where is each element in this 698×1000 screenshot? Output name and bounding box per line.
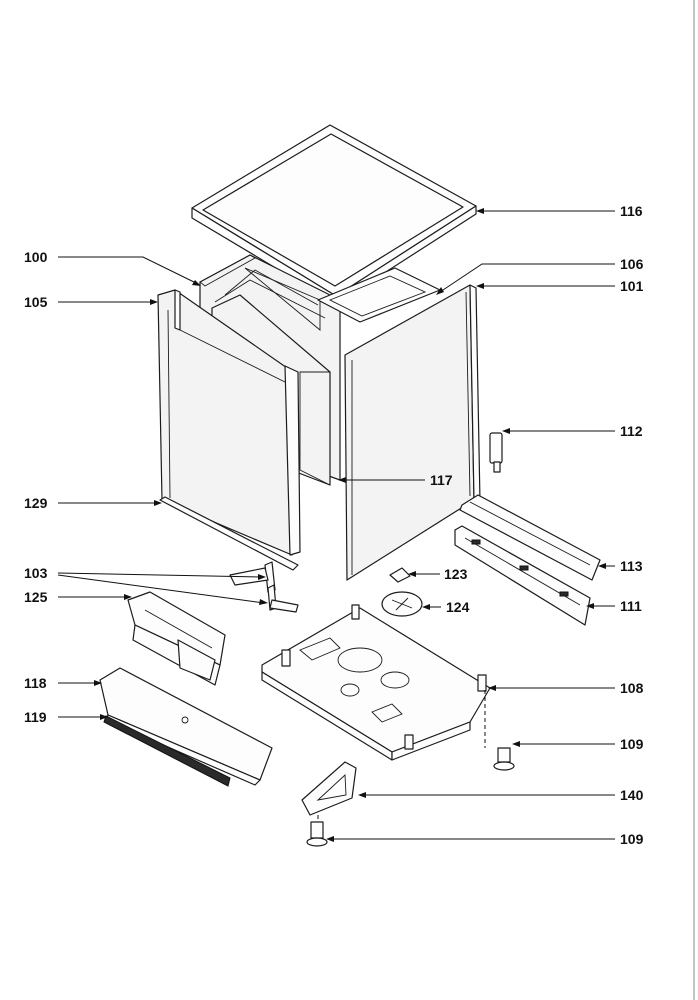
leader-109-upper (512, 741, 615, 747)
part-109-foot-lower (306, 821, 328, 847)
callout-109-lower: 109 (620, 831, 644, 847)
leader-119 (58, 714, 108, 720)
part-105-outer-door (157, 289, 301, 556)
callout-112: 112 (620, 423, 643, 439)
part-123-clip (389, 567, 411, 583)
leader-106 (436, 263, 615, 295)
leader-125 (58, 594, 132, 600)
leader-112 (502, 428, 615, 434)
callout-100: 100 (24, 249, 48, 265)
callout-111: 111 (620, 598, 642, 614)
callout-106: 106 (620, 256, 644, 272)
callout-101: 101 (620, 278, 644, 294)
part-109-foot-upper (493, 747, 515, 771)
part-111-rail (454, 525, 591, 626)
leader-123 (408, 571, 440, 577)
leader-111 (586, 603, 615, 609)
callout-113: 113 (620, 558, 643, 574)
leader-113 (598, 563, 615, 569)
callout-125: 125 (24, 589, 48, 605)
callout-129: 129 (24, 495, 48, 511)
leader-124 (422, 604, 441, 610)
leader-140 (358, 792, 615, 798)
leader-117 (338, 477, 425, 483)
callout-124: 124 (446, 599, 470, 615)
leader-116 (476, 208, 615, 214)
callout-103: 103 (24, 565, 48, 581)
part-113-trim (459, 494, 601, 581)
callout-116: 116 (620, 203, 643, 219)
part-103-hinges (229, 561, 299, 613)
part-140-bracket (301, 761, 357, 816)
leader-100 (58, 256, 201, 286)
callout-123: 123 (444, 566, 468, 582)
leader-118 (58, 680, 102, 686)
callout-140: 140 (620, 787, 644, 803)
callout-118: 118 (24, 675, 47, 691)
leader-101 (476, 283, 615, 289)
leader-129 (58, 500, 162, 506)
leader-109-lower (326, 836, 615, 842)
part-129-door-strip (159, 496, 299, 571)
part-119-kick-strip (103, 715, 231, 787)
callout-117: 117 (430, 472, 453, 488)
leader-105 (58, 299, 158, 305)
part-125-control-frame (127, 591, 226, 686)
part-124-disc (381, 591, 423, 617)
leader-108 (488, 685, 615, 691)
callout-105: 105 (24, 294, 48, 310)
callout-108: 108 (620, 680, 644, 696)
leader-103 (57, 572, 268, 605)
callout-109-upper: 109 (620, 736, 644, 752)
part-108-base-tray (261, 604, 491, 761)
callout-119: 119 (24, 709, 47, 725)
part-112-bracket (489, 432, 503, 473)
